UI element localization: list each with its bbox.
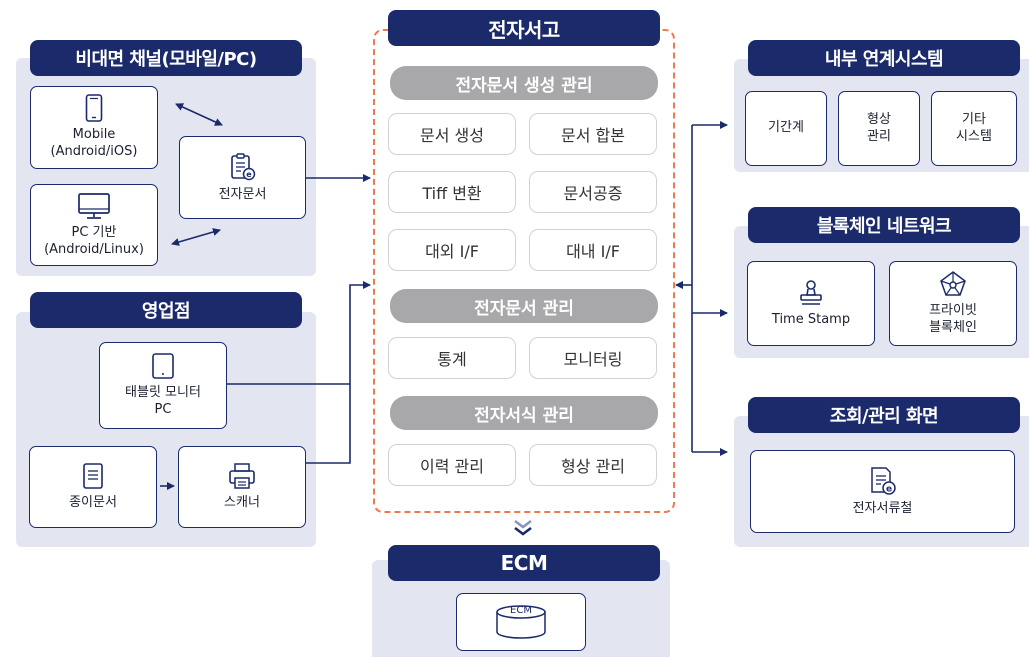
item-internal-if: 대내 I/F <box>529 229 657 271</box>
internal-core-label: 기간계 <box>768 120 804 136</box>
scanner-icon <box>229 463 255 489</box>
stamp-icon <box>800 279 822 305</box>
efile-label: 전자서류철 <box>852 500 913 516</box>
paper-card: 종이문서 <box>29 446 157 528</box>
nonface-channel-title: 비대면 채널(모바일/PC) <box>30 40 302 76</box>
timestamp-card: Time Stamp <box>747 261 875 346</box>
ecm-title: ECM <box>388 545 660 581</box>
edoc-card: e 전자문서 <box>179 136 306 219</box>
svg-text:e: e <box>246 170 252 179</box>
efile-document-icon: e <box>870 466 896 495</box>
monitor-icon <box>78 192 110 219</box>
edoc-label: 전자문서 <box>218 186 267 202</box>
branch-title: 영업점 <box>30 292 302 328</box>
pc-label: PC 기반 (Android/Linux) <box>44 224 144 257</box>
smartphone-icon <box>85 94 103 122</box>
item-notarize: 문서공증 <box>529 171 657 213</box>
scanner-label: 스캐너 <box>224 495 260 511</box>
ecm-db-label: ECM <box>510 605 532 616</box>
internal-core-card: 기간계 <box>745 91 827 166</box>
private-chain-label: 프라이빗 블록체인 <box>929 303 977 335</box>
timestamp-label: Time Stamp <box>771 311 851 327</box>
tablet-icon <box>152 353 174 379</box>
archive-frame <box>373 29 675 513</box>
paper-document-icon <box>83 463 103 489</box>
tablet-card: 태블릿 모니터 PC <box>99 342 227 429</box>
paper-label: 종이문서 <box>69 495 117 511</box>
private-chain-card: 프라이빗 블록체인 <box>889 261 1017 346</box>
item-history: 이력 관리 <box>388 444 516 486</box>
tablet-label: 태블릿 모니터 PC <box>125 385 201 417</box>
pc-card: PC 기반 (Android/Linux) <box>30 184 158 266</box>
internal-title: 내부 연계시스템 <box>748 40 1020 76</box>
item-external-if: 대외 I/F <box>388 229 516 271</box>
chevron-down-icon <box>514 519 532 536</box>
mobile-label: Mobile (Android/iOS) <box>50 127 138 159</box>
item-doc-merge: 문서 합본 <box>529 113 657 155</box>
item-monitoring: 모니터링 <box>529 337 657 379</box>
archive-title: 전자서고 <box>388 10 660 46</box>
scanner-card: 스캐너 <box>178 446 306 528</box>
blockchain-title: 블록체인 네트워크 <box>748 207 1020 243</box>
ecm-db-card: ECM <box>456 593 586 651</box>
internal-etc-card: 기타 시스템 <box>931 91 1017 166</box>
network-icon <box>940 271 966 296</box>
item-tiff-convert: Tiff 변환 <box>388 171 516 213</box>
group-form-title: 전자서식 관리 <box>390 396 658 430</box>
view-title: 조회/관리 화면 <box>748 397 1020 433</box>
item-statistics: 통계 <box>388 337 516 379</box>
internal-etc-label: 기타 시스템 <box>956 111 992 144</box>
item-config: 형상 관리 <box>529 444 657 486</box>
internal-config-label: 형상 관리 <box>867 111 891 144</box>
svg-text:e: e <box>885 484 891 494</box>
item-doc-create: 문서 생성 <box>388 113 516 155</box>
edoc-clipboard-icon: e <box>230 152 255 180</box>
database-icon <box>496 605 546 639</box>
group-management-title: 전자문서 관리 <box>390 289 658 323</box>
group-creation-title: 전자문서 생성 관리 <box>390 66 658 100</box>
efile-card: e 전자서류철 <box>750 450 1015 533</box>
internal-config-card: 형상 관리 <box>838 91 920 166</box>
mobile-card: Mobile (Android/iOS) <box>30 86 158 169</box>
